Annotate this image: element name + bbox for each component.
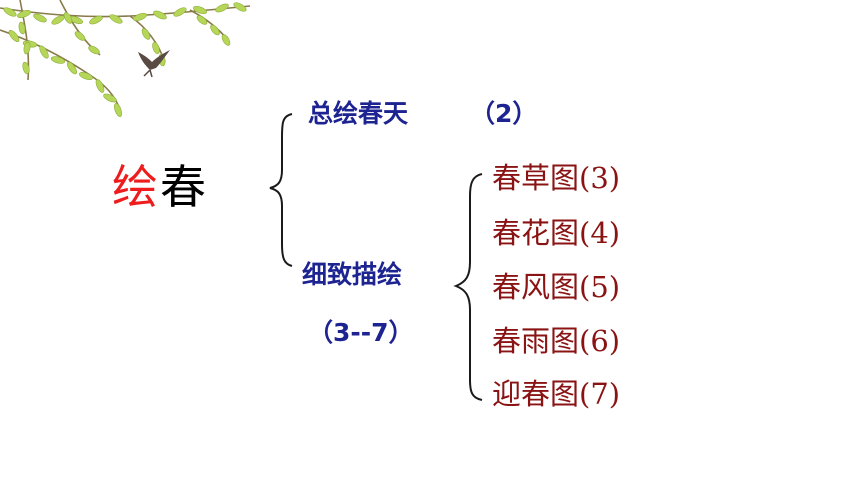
title-accent-char: 绘	[112, 160, 160, 214]
willow-branch-icon	[0, 0, 251, 117]
picture-item-4: 春雨图(6)	[492, 324, 621, 358]
branch-general-range: （2）	[470, 99, 538, 128]
title-rest-char: 春	[160, 160, 208, 214]
slide-title: 绘春	[112, 164, 208, 210]
picture-item-5: 迎春图(7)	[492, 377, 621, 411]
branch-general-label: 总绘春天	[308, 99, 409, 128]
branch-detail-range: （3--7）	[308, 318, 414, 347]
picture-item-2: 春花图(4)	[492, 216, 621, 250]
picture-item-1: 春草图(3)	[492, 161, 621, 195]
branch-detail-label: 细致描绘	[302, 260, 403, 289]
picture-item-3: 春风图(5)	[492, 270, 621, 304]
